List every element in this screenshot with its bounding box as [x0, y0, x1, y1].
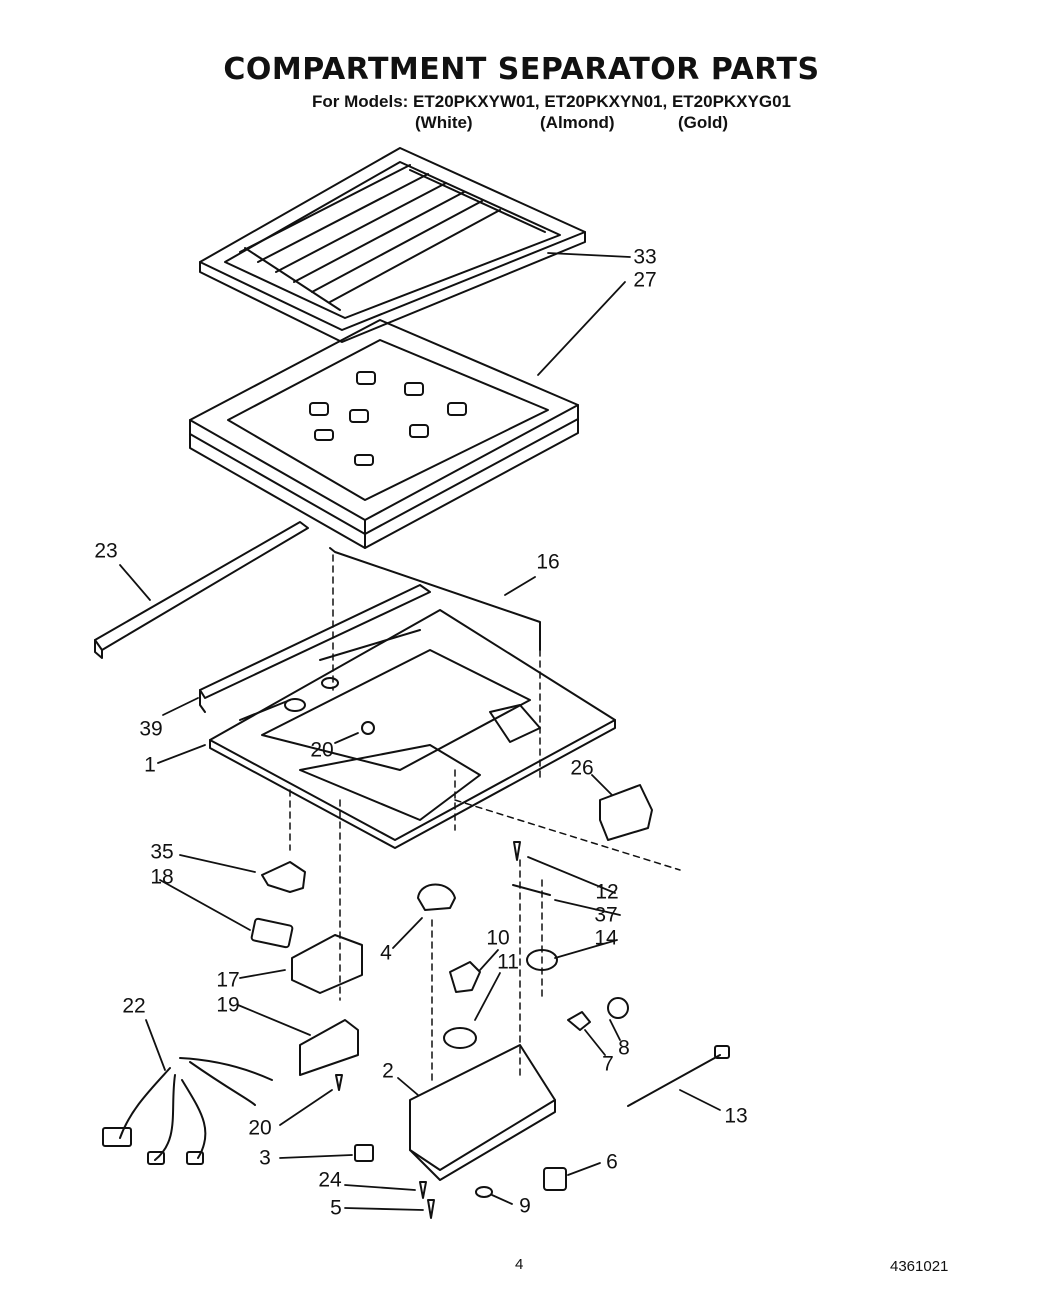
part-label-22: 22	[122, 994, 146, 1018]
assembly-dashed-lines	[289, 554, 681, 1081]
part-3-clip	[354, 1144, 374, 1162]
part-label-16: 16	[536, 550, 560, 574]
part-label-14: 14	[594, 926, 618, 950]
part-4-knob	[417, 883, 456, 911]
part-27-separator-frame	[189, 319, 579, 549]
part-9-grommet	[475, 1186, 493, 1198]
part-label-24: 24	[318, 1168, 342, 1192]
part-12-screw	[513, 841, 521, 861]
part-6-switch	[543, 1167, 567, 1191]
part-10-thermostat	[449, 961, 481, 993]
part-label-17: 17	[216, 968, 240, 992]
part-label-2: 2	[382, 1059, 394, 1083]
part-label-33: 33	[633, 245, 657, 269]
part-13-connector	[714, 1045, 730, 1059]
part-label-4: 4	[380, 941, 392, 965]
models-line: For Models: ET20PKXYW01, ET20PKXYN01, ET…	[312, 92, 791, 111]
page-number: 4	[515, 1256, 524, 1273]
part-label-18: 18	[150, 865, 174, 889]
part-label-13: 13	[724, 1104, 748, 1128]
part-label-8: 8	[618, 1036, 630, 1060]
part-label-12: 12	[595, 880, 619, 904]
part-26-cover	[599, 784, 653, 841]
part-label-37: 37	[594, 903, 618, 927]
part-label-10: 10	[486, 926, 510, 950]
part-label-6: 6	[606, 1150, 618, 1174]
page-title: COMPARTMENT SEPARATOR PARTS	[223, 52, 820, 87]
part-13-wire	[627, 1054, 721, 1107]
part-2-control-base	[409, 1044, 556, 1171]
part-label-5: 5	[330, 1196, 342, 1220]
part-20-screw-lower	[335, 1074, 343, 1091]
part-label-26: 26	[570, 756, 594, 780]
variant-almond: (Almond)	[540, 113, 615, 132]
part-label-35: 35	[150, 840, 174, 864]
part-37-spring-clip	[512, 884, 551, 896]
part-label-23: 23	[94, 539, 118, 563]
part-1-base-plate	[199, 584, 616, 849]
part-label-7: 7	[602, 1052, 614, 1076]
part-label-3: 3	[259, 1146, 271, 1170]
part-5-screw	[427, 1199, 435, 1219]
part-24-screw	[419, 1181, 427, 1199]
variant-white: (White)	[415, 113, 473, 132]
part-23-strip	[94, 521, 309, 659]
part-19-bracket	[299, 1019, 359, 1076]
part-2-base-edge	[409, 1099, 556, 1181]
part-8-bulb	[607, 997, 629, 1019]
part-label-20-upper: 20	[310, 738, 334, 762]
variant-gold: (Gold)	[678, 113, 729, 132]
part-label-27: 27	[633, 268, 657, 292]
part-14-socket	[526, 949, 558, 971]
part-label-20-lower: 20	[248, 1116, 272, 1140]
document-number: 4361021	[890, 1258, 949, 1275]
part-label-39: 39	[139, 717, 163, 741]
part-11-disc	[443, 1027, 477, 1049]
part-label-9: 9	[519, 1194, 531, 1218]
part-7-light-socket	[567, 1011, 591, 1031]
part-label-19: 19	[216, 993, 240, 1017]
part-22-wiring-harness	[102, 1057, 273, 1165]
part-16-wire	[329, 547, 541, 651]
part-33-shelf-grille	[199, 147, 586, 343]
part-17-control-housing	[291, 934, 363, 994]
leader-lines	[119, 252, 721, 1211]
part-label-1: 1	[144, 753, 156, 777]
part-18-bezel	[250, 917, 294, 949]
part-label-11: 11	[497, 950, 519, 974]
part-35-clip	[261, 861, 306, 893]
